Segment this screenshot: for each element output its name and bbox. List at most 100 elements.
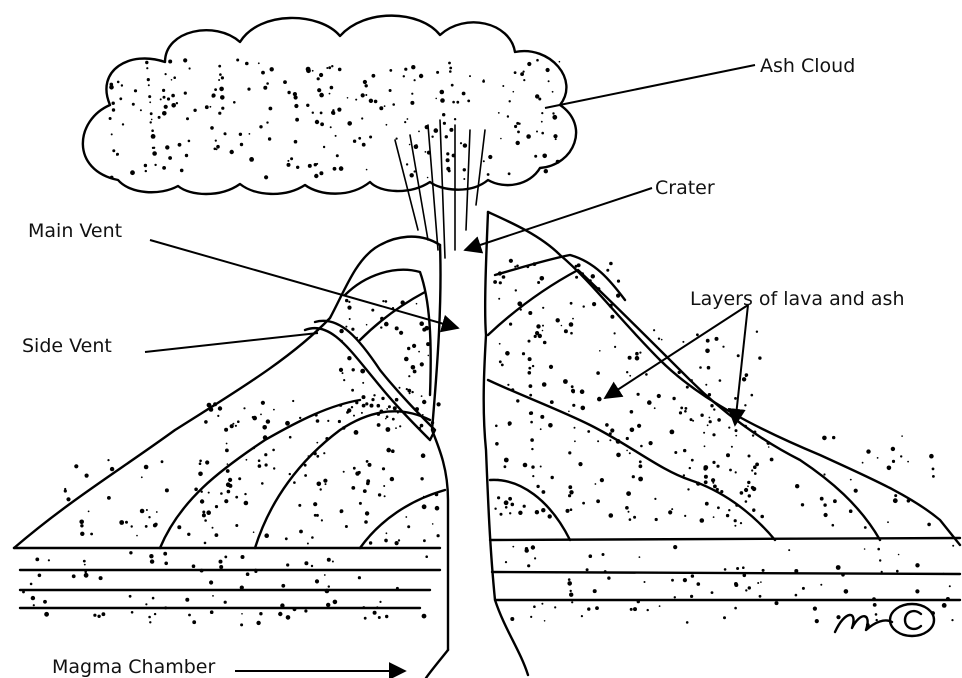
ash-speck — [409, 144, 411, 146]
ash-cloud — [83, 16, 576, 194]
ash-speck — [380, 326, 382, 328]
ash-speck — [219, 565, 223, 569]
ash-speck — [192, 620, 196, 624]
ash-speck — [516, 265, 519, 268]
ash-speck — [440, 98, 445, 103]
ash-speck — [561, 325, 563, 327]
ash-speck — [571, 385, 574, 388]
ash-speck — [724, 568, 727, 571]
ash-speck — [342, 372, 344, 374]
ash-speck — [823, 503, 826, 506]
ash-speck — [509, 100, 511, 102]
ash-speck — [99, 576, 103, 580]
ash-speck — [891, 447, 895, 451]
ash-speck — [263, 86, 267, 90]
ash-speck — [731, 446, 733, 448]
ash-speck — [226, 443, 228, 445]
ash-speck — [338, 420, 341, 423]
ash-speck — [319, 171, 323, 175]
ash-speck — [614, 346, 616, 348]
ash-speck — [537, 281, 540, 284]
ash-speck — [469, 75, 471, 77]
ash-speck — [570, 302, 573, 305]
ash-speck — [414, 144, 419, 149]
ash-speck — [343, 379, 345, 381]
ash-speck — [434, 128, 439, 133]
ash-speck — [879, 559, 881, 561]
ash-speck — [272, 449, 275, 452]
ash-speck — [617, 280, 620, 283]
ash-speck — [574, 427, 576, 429]
ash-speck — [607, 576, 610, 579]
ash-speck — [626, 437, 629, 440]
ash-speck — [287, 163, 291, 167]
ash-speck — [575, 276, 578, 279]
ash-speck — [313, 452, 316, 455]
ash-speck — [294, 140, 298, 144]
ash-speck — [243, 407, 245, 409]
ash-speck — [900, 455, 902, 457]
ash-speck — [298, 504, 301, 507]
ash-speck — [449, 128, 453, 132]
ash-speck — [304, 464, 307, 467]
ash-speck — [509, 259, 513, 263]
ash-speck — [389, 89, 392, 92]
ash-speck — [304, 561, 308, 565]
ash-speck — [401, 300, 405, 304]
ash-speck — [626, 450, 628, 452]
ash-speck — [395, 398, 399, 402]
ash-speck — [616, 294, 620, 298]
ash-speck — [505, 506, 508, 509]
ash-speck — [246, 459, 248, 461]
ash-speck — [160, 98, 162, 100]
ash-speck — [574, 440, 576, 442]
ash-speck — [320, 488, 322, 490]
ash-speck — [686, 386, 689, 389]
ash-speck — [241, 613, 243, 615]
ash-speck — [38, 574, 42, 578]
ash-speck — [209, 580, 213, 584]
ash-speck — [218, 65, 221, 68]
ash-speck — [374, 100, 378, 104]
ash-speck — [462, 92, 466, 96]
ash-speck — [467, 100, 470, 103]
ash-speck — [410, 173, 414, 177]
ash-speck — [253, 531, 255, 533]
ash-speck — [708, 393, 711, 396]
ash-speck — [362, 143, 366, 147]
ash-speck — [544, 620, 546, 622]
ash-speck — [407, 525, 410, 528]
ash-speck — [907, 499, 911, 503]
ash-speck — [581, 406, 586, 411]
ash-speck — [505, 351, 510, 356]
ash-speck — [758, 356, 761, 359]
crater-label: Crater — [655, 177, 715, 199]
ash-speck — [502, 275, 506, 279]
ash-speck — [162, 111, 167, 116]
ash-speck — [286, 615, 291, 620]
ash-speck — [877, 548, 880, 551]
ash-speck — [162, 166, 166, 170]
ash-speck — [556, 318, 560, 322]
ash-speck — [173, 76, 176, 79]
ash-speck — [463, 168, 466, 171]
ash-speck — [762, 569, 765, 572]
main-vent-right-wall — [484, 212, 528, 675]
ash-speck — [154, 613, 156, 615]
ash-speck — [379, 106, 383, 110]
ash-speck — [757, 582, 759, 584]
ash-speck — [188, 614, 191, 617]
ash-speck — [431, 136, 433, 138]
ash-speck — [382, 467, 385, 470]
ash-speck — [488, 155, 492, 159]
ash-speck — [224, 428, 228, 432]
ash-speck — [502, 85, 504, 87]
ash-speck — [208, 492, 210, 494]
ash-speck — [716, 488, 719, 491]
ash-speck — [526, 134, 531, 139]
ash-speck — [213, 402, 217, 406]
ash-speck — [518, 123, 520, 125]
ash-speck — [929, 454, 934, 459]
ash-speck — [371, 398, 374, 401]
